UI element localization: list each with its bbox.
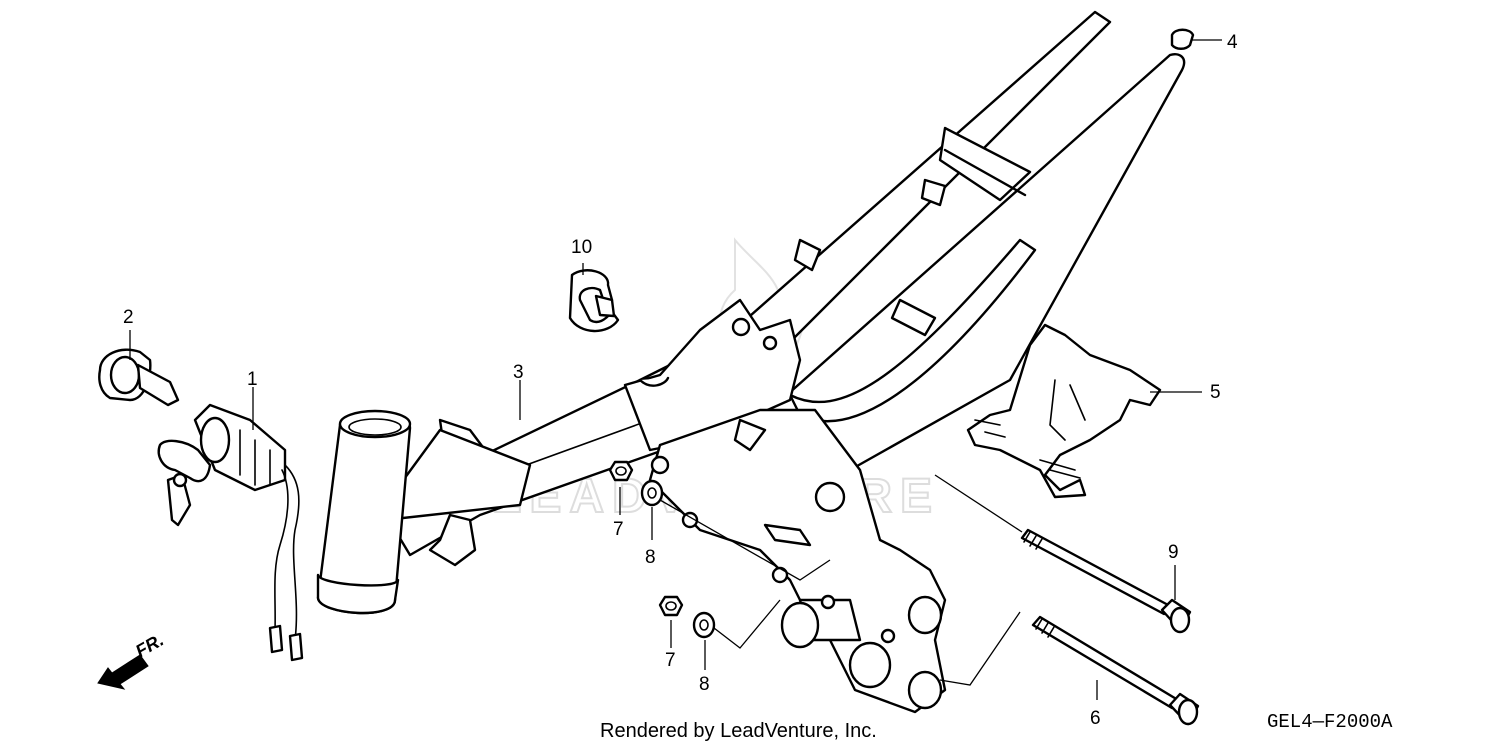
diagram-code: GEL4—F2000A — [1267, 711, 1393, 733]
band-clip — [568, 269, 620, 333]
washer-upper — [640, 479, 664, 507]
key — [98, 348, 180, 407]
callout-3: 3 — [513, 362, 524, 383]
callout-6: 6 — [1090, 708, 1101, 729]
callout-5: 5 — [1210, 382, 1221, 403]
callout-7-upper: 7 — [613, 519, 624, 540]
frame-body — [316, 298, 947, 714]
callout-10: 10 — [571, 237, 592, 258]
nut-lower — [658, 595, 684, 617]
callout-1: 1 — [247, 369, 258, 390]
callouts: 1 2 3 4 5 6 7 7 8 8 9 10 — [123, 32, 1238, 729]
bolt-lower — [1031, 615, 1200, 726]
rail-cap — [1170, 28, 1195, 50]
callout-7-lower: 7 — [665, 650, 676, 671]
callout-2: 2 — [123, 307, 134, 328]
ignition-switch — [157, 403, 304, 662]
callout-8-upper: 8 — [645, 547, 656, 568]
leader-lines — [129, 39, 1222, 700]
washer-lower — [692, 611, 716, 639]
credit-text: Rendered by LeadVenture, Inc. — [600, 720, 877, 742]
callout-4: 4 — [1227, 32, 1238, 53]
callout-8-lower: 8 — [699, 674, 710, 695]
nut-upper — [608, 460, 634, 482]
front-arrow-icon — [97, 654, 149, 690]
callout-9: 9 — [1168, 542, 1179, 563]
frame-rear-rails — [698, 10, 1186, 472]
front-direction-marker: FR. — [97, 630, 167, 690]
bolt-upper — [1020, 528, 1192, 634]
step-bracket — [966, 323, 1162, 499]
